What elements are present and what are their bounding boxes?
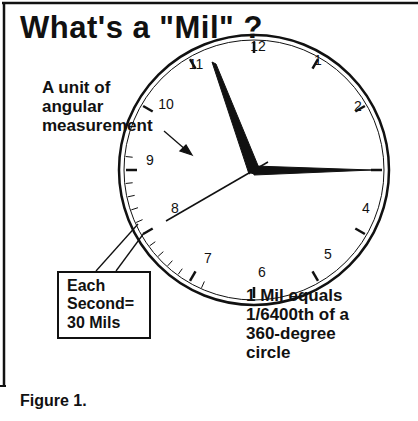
tick-mark [136, 220, 142, 223]
figure-caption: Figure 1. [20, 392, 87, 410]
clock-number: 4 [362, 200, 370, 216]
tick-mark [355, 229, 365, 235]
tick-mark [168, 261, 173, 266]
clock-ticks [126, 42, 382, 298]
tick-mark [126, 182, 133, 184]
tick-mark [371, 169, 382, 172]
pointer-arrow [164, 131, 186, 150]
clock-number: 9 [146, 152, 154, 168]
arrow-head [180, 145, 192, 155]
tick-mark [313, 271, 319, 281]
tick-mark [126, 156, 133, 158]
tick-mark [158, 252, 163, 257]
second-hand [166, 162, 268, 221]
clock-number: 10 [158, 96, 174, 112]
clock-number: 7 [204, 250, 212, 266]
frame-line [2, 2, 418, 5]
tick-mark [143, 229, 153, 235]
tick-mark [202, 281, 205, 287]
tick-mark [178, 269, 182, 275]
note-text: 1 Mil equals 1/6400th of a 360-degree ci… [246, 286, 362, 362]
note-text: A unit of angular measurement [42, 78, 164, 135]
tick-mark [143, 106, 153, 112]
leader-line [96, 224, 138, 271]
tick-mark [126, 169, 137, 172]
hour-hand [212, 62, 259, 174]
clock-number: 2 [354, 98, 362, 114]
clock-number: 1 [314, 52, 322, 68]
clock-number: 8 [171, 200, 179, 216]
tick-mark [131, 208, 138, 210]
title: What's a "Mil" ? [20, 10, 263, 46]
minute-hand [254, 166, 372, 175]
callout-box: Each Second= 30 Mils [57, 271, 151, 339]
frame-line [0, 385, 6, 387]
tick-mark [190, 271, 196, 281]
clock-number: 5 [324, 246, 332, 262]
clock-number: 12 [250, 38, 266, 54]
tick-mark [150, 242, 156, 246]
clock-rim [124, 40, 384, 300]
clock-number: 11 [189, 56, 204, 72]
hand-pivot [250, 166, 258, 174]
leader-line [116, 233, 144, 271]
callout-text: Each Second= 30 Mils [67, 277, 141, 332]
frame-line [3, 3, 6, 386]
tick-mark [128, 195, 135, 196]
clock-number: 6 [258, 264, 266, 280]
clock-rim [119, 35, 389, 305]
